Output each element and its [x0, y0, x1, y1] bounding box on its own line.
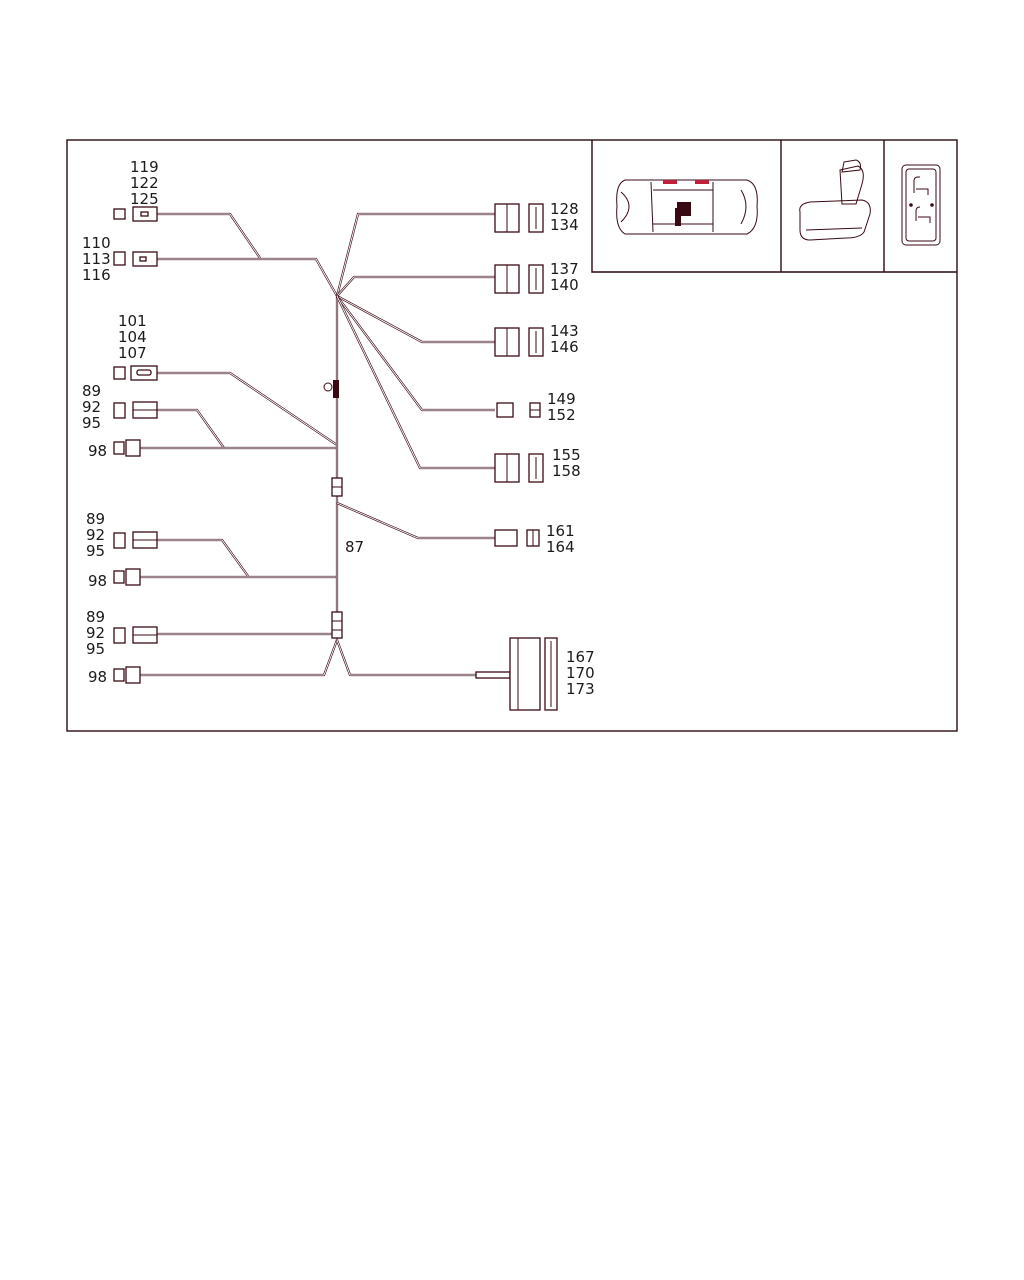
label-152: 152	[547, 406, 576, 424]
connector-right-2	[494, 264, 544, 294]
label-140: 140	[550, 276, 579, 294]
label-158: 158	[552, 462, 581, 480]
thumbnail-panel	[591, 140, 957, 273]
connector-group-1	[113, 206, 158, 222]
label-113: 113	[82, 250, 111, 268]
label-101: 101	[118, 312, 147, 330]
label-89-a: 89	[82, 382, 101, 400]
label-95-a: 95	[82, 414, 101, 432]
connector-right-5	[494, 453, 544, 483]
label-161: 161	[546, 522, 575, 540]
car-top-view-icon	[616, 179, 758, 235]
label-173: 173	[566, 680, 595, 698]
connector-group-2	[113, 251, 158, 267]
seat-icon	[799, 159, 871, 241]
label-104: 104	[118, 328, 147, 346]
label-98-b: 98	[88, 572, 107, 590]
label-92-c: 92	[86, 624, 105, 642]
label-149: 149	[547, 390, 576, 408]
seat-switch-icon	[901, 164, 941, 246]
label-122: 122	[130, 174, 159, 192]
label-143: 143	[550, 322, 579, 340]
right-connectors	[475, 203, 558, 711]
connector-group-7	[113, 568, 141, 586]
label-95-b: 95	[86, 542, 105, 560]
label-98-a: 98	[88, 442, 107, 460]
trunk-label-87: 87	[345, 538, 364, 556]
label-137: 137	[550, 260, 579, 278]
label-92-a: 92	[82, 398, 101, 416]
connector-group-8	[113, 626, 158, 644]
label-170: 170	[566, 664, 595, 682]
label-167: 167	[566, 648, 595, 666]
label-107: 107	[118, 344, 147, 362]
label-116: 116	[82, 266, 111, 284]
label-155: 155	[552, 446, 581, 464]
label-164: 164	[546, 538, 575, 556]
label-128: 128	[550, 200, 579, 218]
connector-right-4	[496, 402, 541, 418]
label-95-c: 95	[86, 640, 105, 658]
left-labels: 119 122 125 110 113 116 101 104 107 89 9…	[82, 158, 159, 686]
connector-group-5	[113, 439, 141, 457]
label-89-c: 89	[86, 608, 105, 626]
connector-right-6	[494, 529, 540, 547]
label-119: 119	[130, 158, 159, 176]
label-98-c: 98	[88, 668, 107, 686]
label-146: 146	[550, 338, 579, 356]
label-125: 125	[130, 190, 159, 208]
trunk-fixings	[323, 380, 343, 639]
wire-harness	[140, 212, 495, 677]
connector-group-3	[113, 365, 158, 381]
label-134: 134	[550, 216, 579, 234]
diagram-frame	[66, 139, 958, 732]
connector-group-4	[113, 401, 158, 419]
label-110: 110	[82, 234, 111, 252]
connector-group-6	[113, 531, 158, 549]
connector-right-7	[475, 637, 558, 711]
label-89-b: 89	[86, 510, 105, 528]
label-92-b: 92	[86, 526, 105, 544]
connector-right-1	[494, 203, 544, 233]
left-connectors	[113, 206, 158, 684]
connector-right-3	[494, 327, 544, 357]
connector-group-9	[113, 666, 141, 684]
right-labels: 128 134 137 140 143 146 149 152 155 158 …	[546, 200, 595, 698]
